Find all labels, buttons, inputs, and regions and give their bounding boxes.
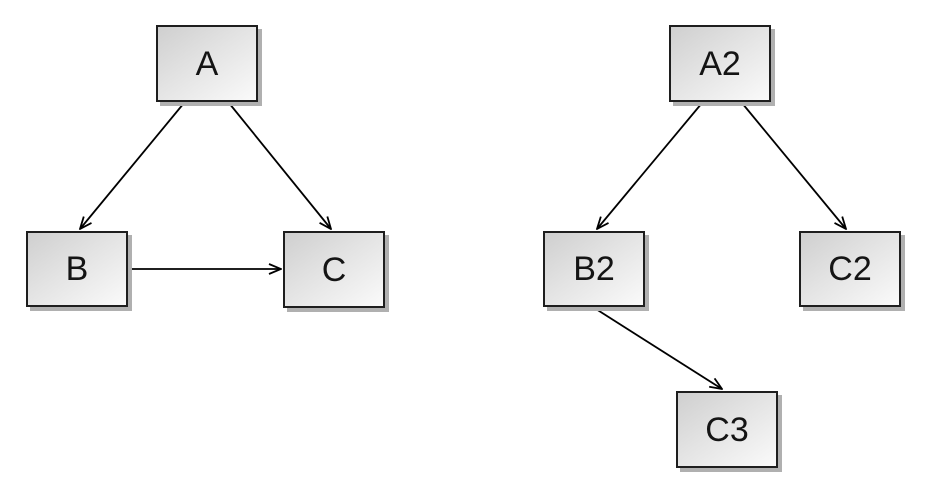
node-B[interactable]: B [26, 231, 128, 307]
node-C3[interactable]: C3 [676, 391, 778, 468]
node-A2[interactable]: A2 [669, 25, 771, 102]
node-C-label: C [321, 250, 347, 289]
edge-A2-to-C2 [741, 102, 846, 229]
node-A[interactable]: A [156, 25, 258, 102]
node-B2[interactable]: B2 [543, 231, 645, 307]
node-A2-label: A2 [699, 44, 741, 83]
edge-A-to-B [80, 102, 185, 229]
edge-A-to-C [228, 102, 331, 229]
node-C3-label: C3 [705, 410, 749, 449]
node-C2-label: C2 [828, 250, 872, 288]
edge-B2-to-C3 [595, 308, 722, 389]
node-A-label: A [195, 44, 219, 83]
node-C2[interactable]: C2 [799, 231, 901, 307]
node-C[interactable]: C [283, 231, 385, 308]
node-B2-label: B2 [573, 250, 615, 288]
edge-A2-to-B2 [597, 102, 703, 229]
node-B-label: B [65, 250, 89, 288]
